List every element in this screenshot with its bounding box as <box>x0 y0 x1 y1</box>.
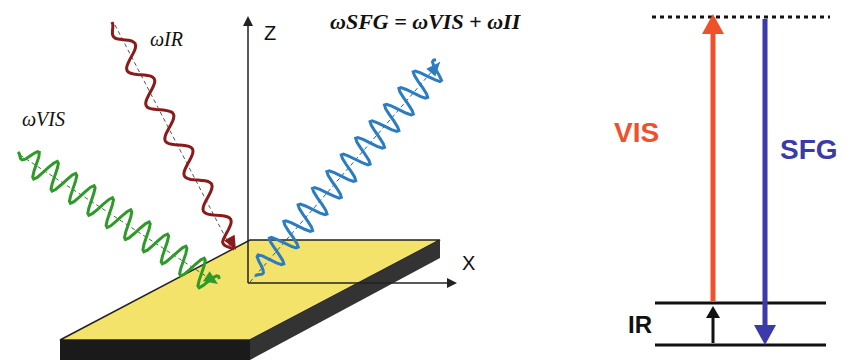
vis-wave <box>18 152 219 288</box>
ir-wave-head <box>224 235 236 250</box>
vibrational-level <box>655 302 826 305</box>
sfg-equation: ωSFG = ωVIS + ωII <box>328 10 522 34</box>
level-label: IR <box>626 312 654 338</box>
sample-side <box>250 240 440 360</box>
sfg-arrowhead <box>754 325 776 345</box>
ir-arrowhead <box>706 306 720 318</box>
z-axis <box>247 18 249 283</box>
x-axis <box>248 282 455 284</box>
sfg-wave <box>255 60 442 276</box>
vis-wave-head <box>203 271 218 284</box>
level-label: VIS <box>612 118 661 148</box>
ir-arrow <box>712 315 715 343</box>
sfg-arrow <box>763 19 768 335</box>
sample-top <box>60 240 440 340</box>
sfg-beam-line <box>250 62 440 282</box>
virtual-level <box>652 16 830 19</box>
ground-level <box>655 344 826 347</box>
ir-frequency-label: ωIR <box>148 28 185 50</box>
sample-front <box>60 340 250 360</box>
axis-label: X <box>460 252 477 274</box>
vis-frequency-label: ωVIS <box>20 108 67 130</box>
level-label: SFG <box>778 135 840 165</box>
vis-arrow <box>711 24 716 301</box>
sfg-wave-head <box>426 62 440 77</box>
ir-wave <box>112 22 234 249</box>
vis-arrowhead <box>702 14 724 34</box>
axis-label: Z <box>262 22 278 44</box>
